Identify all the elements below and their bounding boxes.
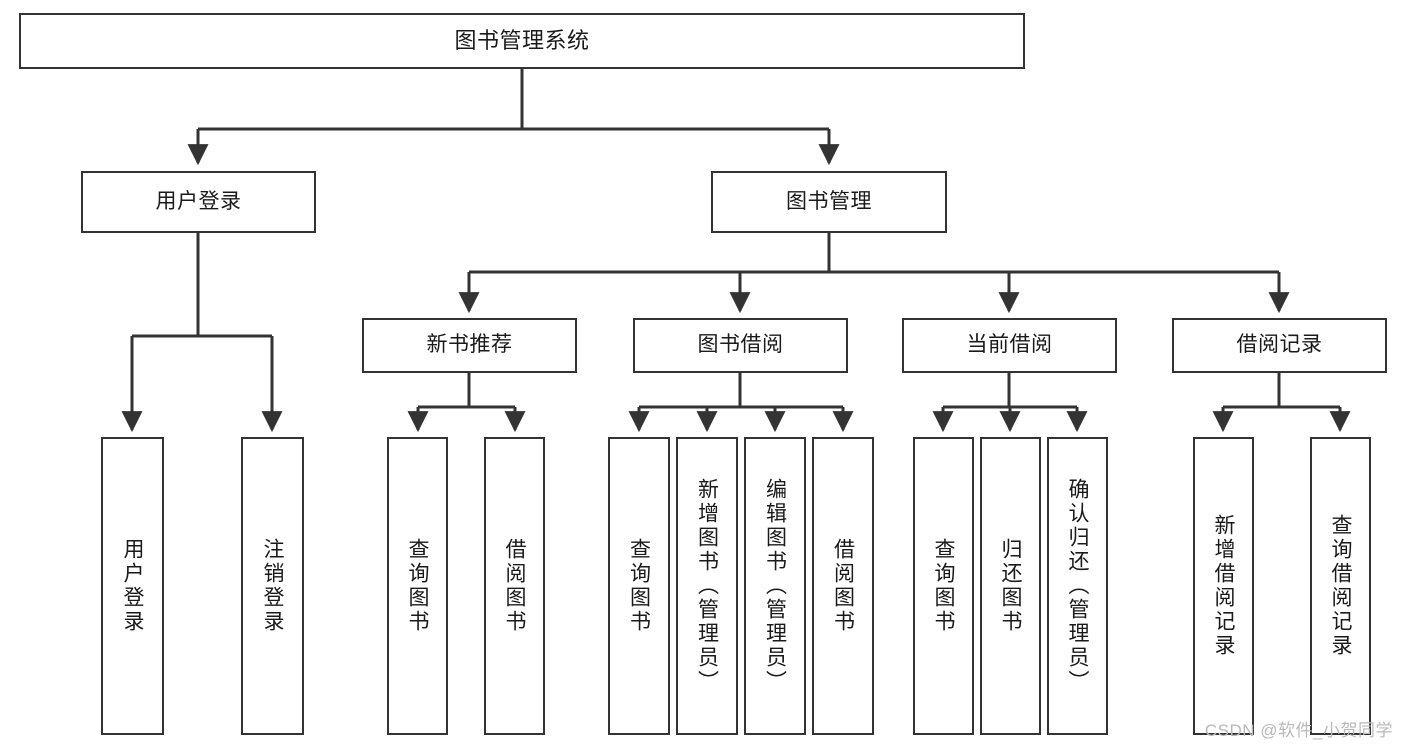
node-leaf-return-book-label: 归还图书 <box>999 538 1022 634</box>
node-book-borrow-label: 图书借阅 <box>697 333 784 357</box>
node-leaf-logout-label: 注销登录 <box>261 538 284 634</box>
node-root[interactable]: 图书管理系统 <box>19 13 1025 69</box>
node-leaf-query-record-label: 查询借阅记录 <box>1329 514 1352 658</box>
node-new-book-recommend[interactable]: 新书推荐 <box>362 318 577 373</box>
node-leaf-add-book-label: 新增图书（管理员） <box>695 478 719 694</box>
node-leaf-borrow-book-2[interactable]: 借阅图书 <box>812 437 874 735</box>
node-leaf-query-record[interactable]: 查询借阅记录 <box>1310 437 1371 735</box>
node-leaf-query-book-2[interactable]: 查询图书 <box>608 437 670 735</box>
node-leaf-query-book-3-label: 查询图书 <box>932 538 955 634</box>
node-leaf-borrow-book-1-label: 借阅图书 <box>503 538 526 634</box>
node-leaf-edit-book[interactable]: 编辑图书（管理员） <box>744 437 806 735</box>
node-leaf-edit-book-label: 编辑图书（管理员） <box>763 478 787 694</box>
node-book-manage[interactable]: 图书管理 <box>711 171 947 233</box>
node-new-book-recommend-label: 新书推荐 <box>426 333 513 357</box>
csdn-watermark: CSDN @软件_小贺同学 <box>1204 721 1393 740</box>
node-leaf-logout[interactable]: 注销登录 <box>241 437 304 735</box>
node-book-manage-label: 图书管理 <box>786 189 872 213</box>
node-leaf-query-book-1-label: 查询图书 <box>406 538 429 634</box>
node-borrow-record-label: 借阅记录 <box>1236 333 1323 357</box>
node-leaf-borrow-book-2-label: 借阅图书 <box>831 538 855 634</box>
node-leaf-add-record[interactable]: 新增借阅记录 <box>1193 437 1254 735</box>
node-current-borrow[interactable]: 当前借阅 <box>902 318 1117 373</box>
node-leaf-borrow-book-1[interactable]: 借阅图书 <box>484 437 545 735</box>
node-user-login-label: 用户登录 <box>155 189 242 213</box>
node-leaf-query-book-2-label: 查询图书 <box>627 538 651 634</box>
node-leaf-user-login-label: 用户登录 <box>121 538 144 634</box>
node-book-borrow[interactable]: 图书借阅 <box>633 318 848 373</box>
node-root-label: 图书管理系统 <box>454 28 590 54</box>
node-borrow-record[interactable]: 借阅记录 <box>1172 318 1387 373</box>
node-leaf-query-book-1[interactable]: 查询图书 <box>387 437 448 735</box>
node-leaf-query-book-3[interactable]: 查询图书 <box>913 437 974 735</box>
node-leaf-return-book[interactable]: 归还图书 <box>980 437 1041 735</box>
node-leaf-confirm-return[interactable]: 确认归还（管理员） <box>1047 437 1108 735</box>
node-user-login[interactable]: 用户登录 <box>81 171 316 233</box>
node-current-borrow-label: 当前借阅 <box>966 333 1053 357</box>
node-leaf-user-login[interactable]: 用户登录 <box>101 437 164 735</box>
node-leaf-add-record-label: 新增借阅记录 <box>1212 514 1235 658</box>
node-leaf-add-book[interactable]: 新增图书（管理员） <box>676 437 738 735</box>
node-leaf-confirm-return-label: 确认归还（管理员） <box>1066 478 1089 694</box>
